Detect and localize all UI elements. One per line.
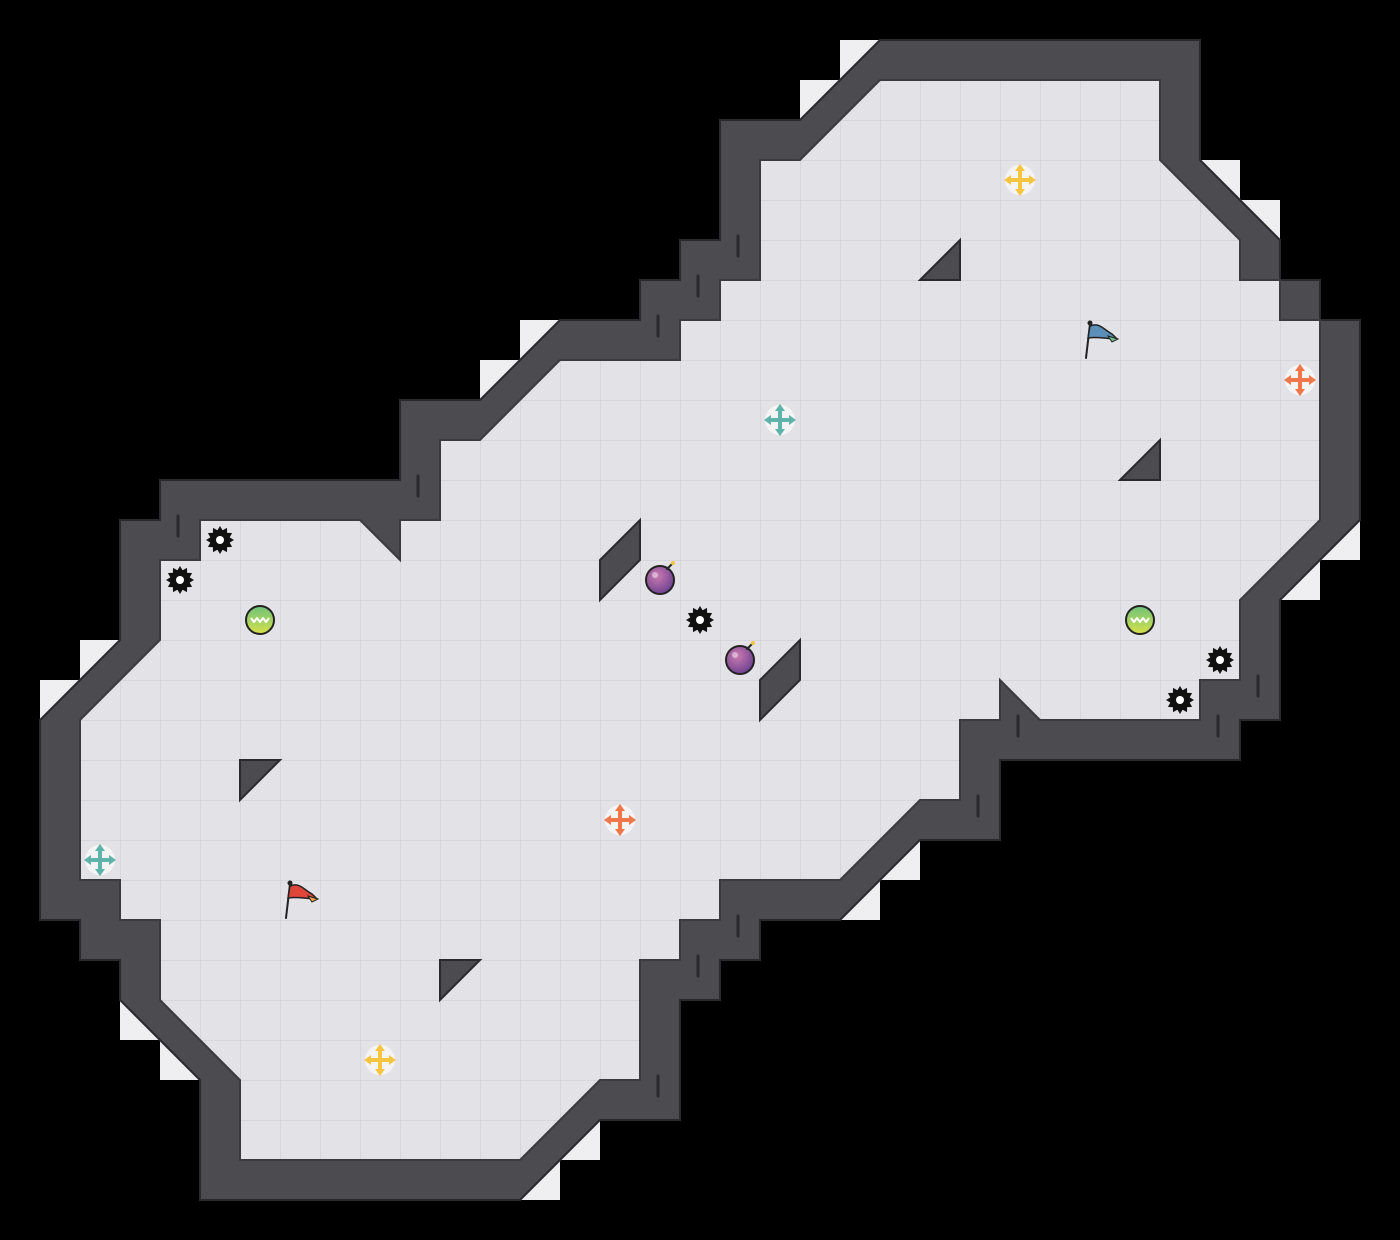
orange-plus-icon: [1284, 364, 1316, 396]
yellow-plus-icon: [1004, 164, 1036, 196]
wedge-obstacle: [759, 637, 801, 723]
sawblade-icon: [686, 606, 714, 634]
bounce-pad-icon: [245, 605, 275, 635]
wedge-obstacle: [1117, 437, 1161, 481]
wedge-obstacle: [239, 759, 283, 803]
red-flag-icon: [285, 880, 320, 919]
bomb-orb-icon: [645, 561, 675, 595]
bounce-pad-icon: [1125, 605, 1155, 635]
wedge-obstacle: [599, 517, 641, 603]
level-items: [84, 164, 1316, 1076]
teal-plus-icon: [84, 844, 116, 876]
wedge-obstacle: [917, 237, 961, 281]
sawblade-icon: [166, 566, 194, 594]
wedge-obstacles: [239, 237, 1161, 1003]
sawblade-icon: [1206, 646, 1234, 674]
wedge-obstacle: [439, 959, 483, 1003]
blue-flag-icon: [1085, 320, 1120, 359]
sawblade-icon: [206, 526, 234, 554]
teal-plus-icon: [764, 404, 796, 436]
bomb-orb-icon: [725, 641, 755, 675]
wall-ledges: [176, 234, 1260, 1098]
orange-plus-icon: [604, 804, 636, 836]
sawblade-icon: [1166, 686, 1194, 714]
yellow-plus-icon: [364, 1044, 396, 1076]
